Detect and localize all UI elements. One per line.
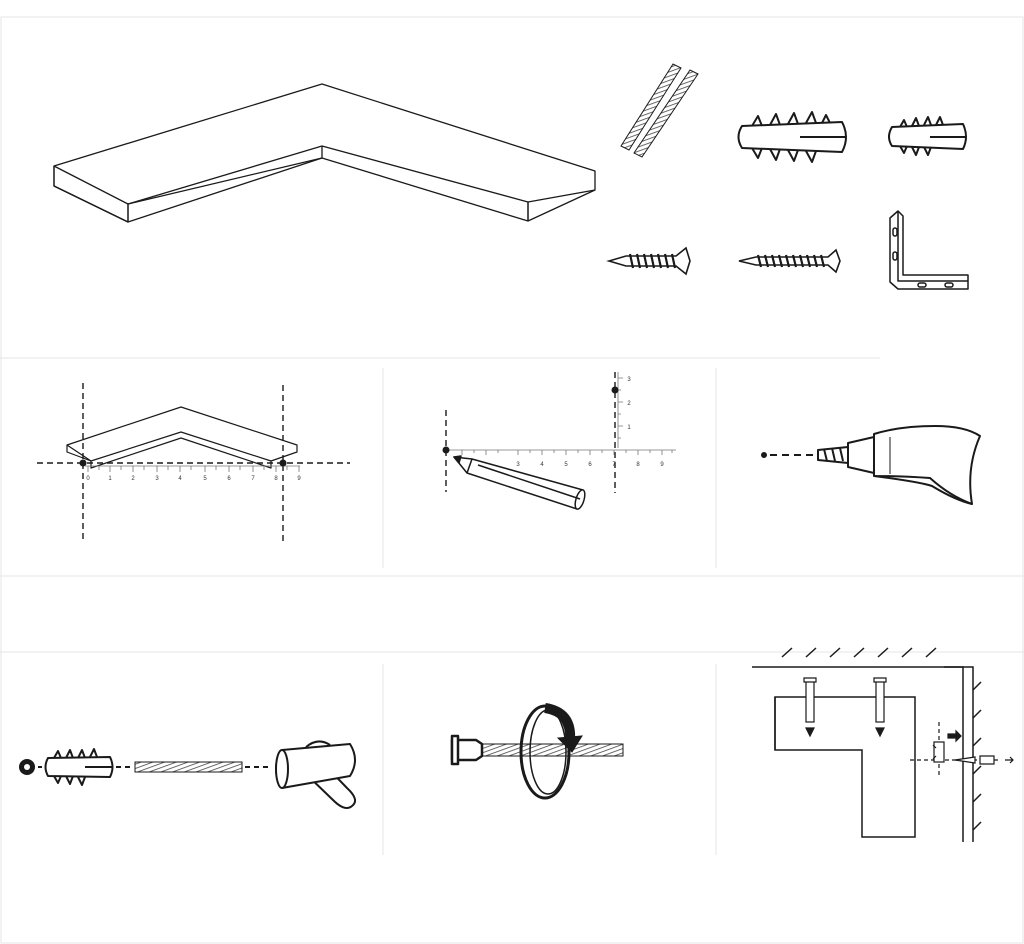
ruler-tick: 8 xyxy=(636,462,640,468)
ruler-tick: 4 xyxy=(540,462,544,468)
wood-screw-icon xyxy=(606,246,691,276)
wall-anchor-icon xyxy=(44,748,114,786)
wood-screw-icon xyxy=(738,248,841,274)
ruler-tick: 3 xyxy=(627,377,631,383)
step-3-drill xyxy=(761,425,981,505)
step-5-screw xyxy=(450,703,624,800)
threaded-rod-icon xyxy=(134,761,243,773)
wall-anchor-icon xyxy=(888,116,967,156)
ruler-labels: 0 1 2 3 4 5 6 7 8 9 xyxy=(86,476,301,482)
bracket-detail xyxy=(910,722,1014,778)
pencil-icon xyxy=(453,455,586,510)
ruler-tick: 9 xyxy=(660,462,664,468)
anchor-bolt-icon xyxy=(803,677,887,738)
ruler-tick: 2 xyxy=(627,401,631,407)
step-6-mount xyxy=(752,647,1014,842)
drill-icon xyxy=(817,425,981,505)
wall-mount-icon xyxy=(752,647,982,842)
ruler-tick: 6 xyxy=(588,462,592,468)
ruler-tick: 4 xyxy=(178,476,182,482)
hammer-icon xyxy=(275,740,357,809)
panel-grid xyxy=(0,16,1024,944)
wall-anchor-icon xyxy=(737,111,847,163)
threaded-rod-icon xyxy=(620,63,699,158)
ruler-tick: 1 xyxy=(108,476,112,482)
ruler-tick: 3 xyxy=(155,476,159,482)
ruler-tick: 8 xyxy=(274,476,278,482)
ruler-tick: 0 xyxy=(86,476,90,482)
corner-shelf-icon xyxy=(53,83,596,223)
ruler-tick: 2 xyxy=(131,476,135,482)
socket-nut-icon xyxy=(450,734,484,766)
ruler-tick: 6 xyxy=(227,476,231,482)
step-2-mark: 3 4 5 6 7 8 9 3 2 1 xyxy=(442,372,676,510)
rotate-arrow-icon xyxy=(519,703,583,800)
ruler-tick: 5 xyxy=(203,476,207,482)
ruler-tick: 9 xyxy=(297,476,301,482)
ruler-tick: 7 xyxy=(612,462,616,468)
threaded-rod-icon xyxy=(477,743,624,757)
step-4-hammer xyxy=(19,740,357,809)
ruler-tick: 7 xyxy=(251,476,255,482)
l-bracket-icon xyxy=(889,210,969,290)
step-1-measure: 0 1 2 3 4 5 6 7 8 9 xyxy=(37,383,350,543)
ruler-tick: 5 xyxy=(564,462,568,468)
ruler-tick: 1 xyxy=(627,425,631,431)
ruler-tick: 3 xyxy=(516,462,520,468)
